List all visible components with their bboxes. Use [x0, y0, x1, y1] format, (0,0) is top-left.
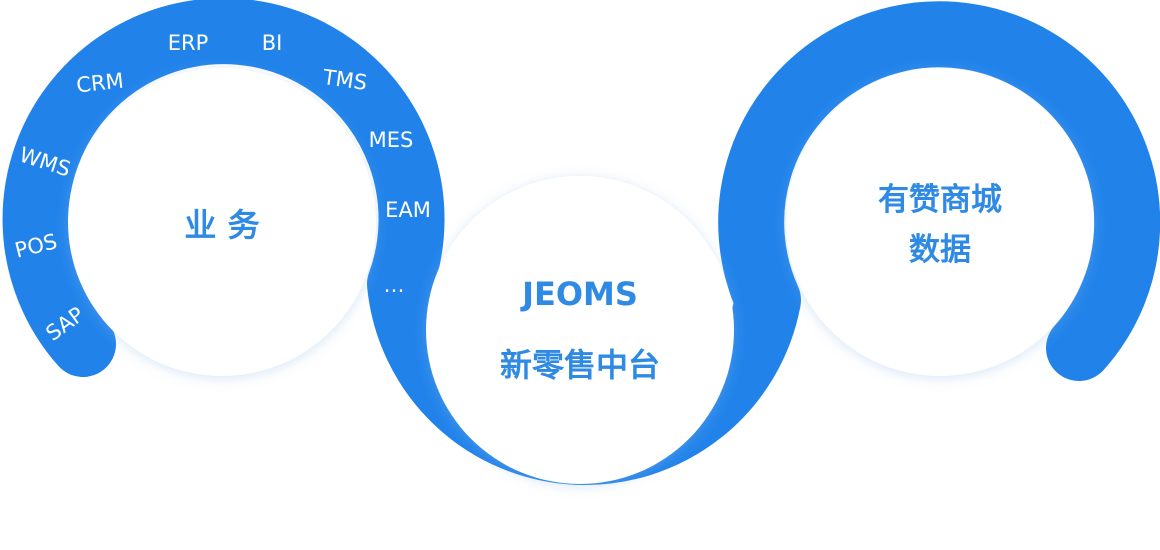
system-label-mes: MES	[369, 128, 414, 152]
business-title: 业 务	[184, 206, 259, 244]
middle-platform-circle	[426, 176, 734, 484]
data-title-line1: 有赞商城	[878, 182, 1002, 218]
data-title-line2: 数据	[909, 232, 971, 268]
system-label-ellipsis: …	[384, 273, 405, 297]
middle-platform-title-line1: JEOMS	[520, 275, 638, 313]
business-circle	[68, 68, 376, 376]
middle-platform-title-line2: 新零售中台	[500, 346, 660, 384]
system-label-eam: EAM	[385, 198, 431, 222]
system-label-crm: CRM	[75, 69, 125, 98]
data-circle	[786, 68, 1094, 376]
system-label-erp: ERP	[168, 31, 209, 55]
system-label-bi: BI	[262, 31, 283, 55]
data-ring-band	[718, 1, 1160, 381]
business-ring-band	[2, 0, 445, 377]
